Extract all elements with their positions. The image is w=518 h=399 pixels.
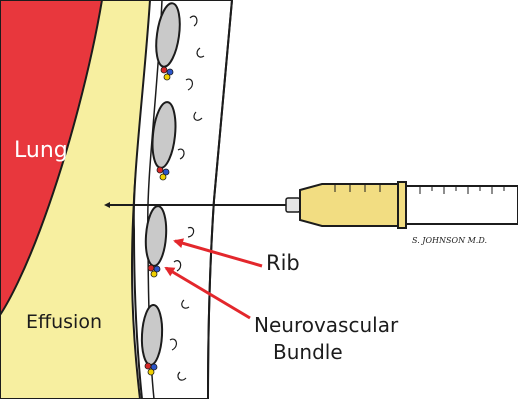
neurovascular-label-line2: Bundle: [254, 339, 398, 366]
lung-label: Lung: [14, 138, 68, 163]
neurovascular-bundle-label: Neurovascular Bundle: [254, 312, 398, 366]
effusion-label: Effusion: [26, 311, 102, 333]
artist-signature: S. JOHNSON M.D.: [412, 236, 487, 245]
plunger-seal: [398, 182, 406, 228]
syringe-body: [406, 186, 518, 224]
syringe-barrel: [300, 184, 398, 226]
neurovascular-label-line1: Neurovascular: [254, 312, 398, 339]
needle-hub: [286, 198, 300, 212]
rib-label: Rib: [266, 251, 300, 275]
